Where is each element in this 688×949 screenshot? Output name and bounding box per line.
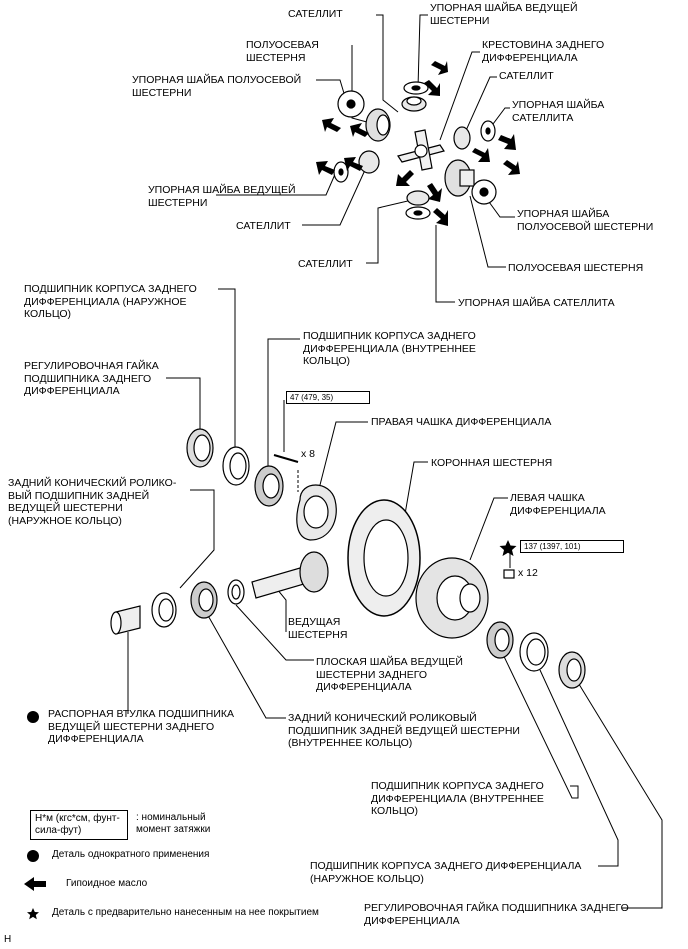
label-case-bearing-inner-top: ПОДШИПНИК КОРПУСА ЗАДНЕГО ДИФФЕРЕНЦИАЛА … (303, 330, 476, 367)
arrow-icon (350, 123, 369, 137)
label-left-case: ЛЕВАЯ ЧАШКА ДИФФЕРЕНЦИАЛА (510, 492, 606, 517)
arrow-icon (503, 160, 520, 175)
bolt-left (503, 569, 515, 579)
oil-arrows (316, 61, 520, 226)
leader-satellite-right (463, 76, 497, 136)
single-use-dot-icon (27, 850, 39, 862)
label-case-bearing-inner-bottom: ПОДШИПНИК КОРПУСА ЗАДНЕГО ДИФФЕРЕНЦИАЛА … (371, 780, 544, 817)
drive-pinion (251, 567, 305, 599)
precoated-star-icon (27, 908, 39, 920)
single-use-dot-icon (27, 711, 39, 723)
leader-adjust-nut-left (166, 377, 201, 430)
satellite-right (453, 126, 471, 150)
label-side-washer-left: УПОРНАЯ ШАЙБА ПОЛУОСЕВОЙ ШЕСТЕРНИ (132, 74, 302, 99)
legend-single-use: Деталь однократного применения (52, 849, 210, 860)
torque-spec-right: 47 (479, 35) (286, 391, 370, 404)
legend-hypoid-oil: Гипоидное масло (66, 878, 148, 889)
arrow-icon (433, 208, 448, 226)
label-case-bearing-outer-bottom: ПОДШИПНИК КОРПУСА ЗАДНЕГО ДИФФЕРЕНЦИАЛА … (310, 860, 582, 885)
satellite-bottom (406, 190, 430, 206)
arrow-icon (427, 183, 442, 202)
leader-satellite-bottom (366, 199, 413, 264)
leader-satellite-top (376, 14, 399, 113)
arrow-icon (344, 157, 363, 171)
satellite-left (358, 150, 380, 174)
bolt-right (273, 454, 299, 463)
leader-case-bearing-outer-bottom (539, 669, 619, 867)
qty-left-bolts: x 12 (518, 567, 538, 579)
label-adjust-nut-left: РЕГУЛИРОВОЧНАЯ ГАЙКА ПОДШИПНИКА ЗАДНЕГО … (24, 360, 159, 397)
legend-torque-desc: : номинальный момент затяжки (136, 812, 211, 835)
label-drive-washer-top: УПОРНАЯ ШАЙБА ВЕДУЩЕЙ ШЕСТЕРНИ (430, 2, 578, 27)
label-satellite-bottom: САТЕЛЛИТ (298, 258, 353, 270)
legend-precoated: Деталь с предварительно нанесенным на не… (52, 907, 319, 918)
leader-drive-washer-top (417, 14, 428, 89)
label-side-washer-right: УПОРНАЯ ШАЙБА ПОЛУОСЕВОЙ ШЕСТЕРНИ (517, 208, 654, 233)
label-side-gear-right: ПОЛУОСЕВАЯ ШЕСТЕРНЯ (508, 262, 644, 274)
label-satellite-left: САТЕЛЛИТ (236, 220, 291, 232)
qty-right-bolts: x 8 (301, 448, 316, 460)
arrow-icon (24, 877, 46, 891)
label-case-bearing-outer-top: ПОДШИПНИК КОРПУСА ЗАДНЕГО ДИФФЕРЕНЦИАЛА … (24, 283, 197, 320)
label-drive-washer-left: УПОРНАЯ ШАЙБА ВЕДУЩЕЙ ШЕСТЕРНИ (148, 184, 296, 209)
leader-satellite-washer-bottom (435, 225, 455, 303)
leader-pinion-flat-washer (235, 604, 314, 661)
label-satellite-washer-right: УПОРНАЯ ШАЙБА САТЕЛЛИТА (512, 99, 605, 124)
arrow-icon (396, 170, 414, 186)
precoated-star-icon (499, 540, 517, 556)
label-pinion-flat-washer: ПЛОСКАЯ ШАЙБА ВЕДУЩЕЙ ШЕСТЕРНИ ЗАДНЕГО Д… (316, 656, 463, 693)
label-satellite-washer-bottom: УПОРНАЯ ШАЙБА САТЕЛЛИТА (458, 297, 615, 309)
label-rear-bearing-inner: ЗАДНИЙ КОНИЧЕСКИЙ РОЛИКОВЫЙ ПОДШИПНИК ЗА… (288, 712, 520, 749)
leader-satellite-washer-right (489, 107, 510, 129)
leader-rear-bearing-outer (179, 489, 215, 589)
leader-ring-gear (403, 461, 428, 521)
arrow-icon (424, 80, 440, 96)
label-ring-gear: КОРОННАЯ ШЕСТЕРНЯ (431, 457, 553, 469)
legend-torque-units: Н*м (кгс*см, фунт- сила-фут) (30, 810, 128, 840)
leader-right-case (319, 421, 368, 486)
label-satellite-right: САТЕЛЛИТ (499, 70, 554, 82)
label-adjust-nut-bottom: РЕГУЛИРОВОЧНАЯ ГАЙКА ПОДШИПНИКА ЗАДНЕГО … (364, 902, 629, 927)
leader-satellite-left (302, 169, 366, 226)
label-right-case: ПРАВАЯ ЧАШКА ДИФФЕРЕНЦИАЛА (371, 416, 552, 428)
leader-side-gear-right (469, 195, 506, 268)
label-rear-bearing-outer: ЗАДНИЙ КОНИЧЕСКИЙ РОЛИКО- ВЫЙ ПОДШИПНИК … (8, 477, 177, 527)
label-spacer: РАСПОРНАЯ ВТУЛКА ПОДШИПНИКА ВЕДУЩЕЙ ШЕСТ… (48, 708, 234, 745)
arrow-icon (322, 118, 341, 132)
label-cross-shaft: КРЕСТОВИНА ЗАДНЕГО ДИФФЕРЕНЦИАЛА (482, 39, 605, 64)
arrow-icon (498, 134, 516, 150)
torque-spec-left: 137 (1397, 101) (520, 540, 624, 553)
leader-case-bearing-inner-top (267, 338, 300, 470)
arrow-icon (316, 161, 335, 175)
arrow-icon (472, 148, 490, 162)
label-side-gear-top: ПОЛУОСЕВАЯ ШЕСТЕРНЯ (246, 39, 319, 64)
leader-case-bearing-outer-top (218, 288, 236, 452)
label-drive-pinion: ВЕДУЩАЯ ШЕСТЕРНЯ (288, 616, 348, 641)
footer-code: Н (4, 934, 12, 945)
leader-adjust-nut-bottom (573, 675, 663, 909)
leader-drive-washer-left (216, 171, 337, 196)
leader-rear-bearing-inner (205, 611, 286, 719)
leader-cross-shaft (439, 51, 480, 141)
leader-left-case (469, 497, 508, 561)
label-satellite-top: САТЕЛЛИТ (288, 8, 343, 20)
arrow-icon (431, 61, 448, 75)
leader-case-bearing-inner-bottom (497, 643, 579, 799)
